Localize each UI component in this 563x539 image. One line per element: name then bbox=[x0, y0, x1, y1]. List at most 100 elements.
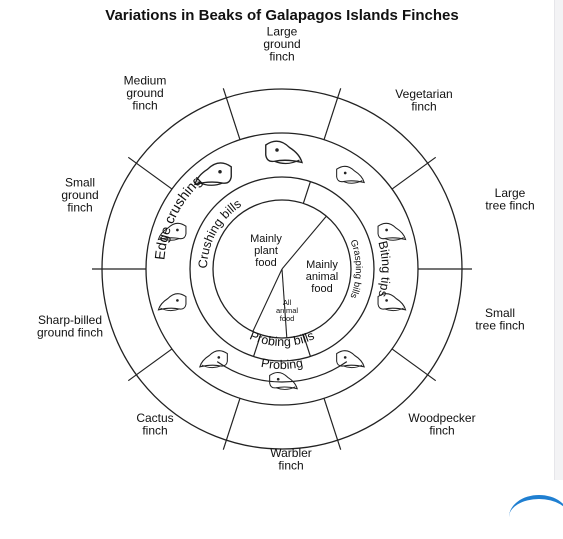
side-scroll-strip bbox=[554, 0, 563, 480]
probing-bills-label: Probing bills bbox=[248, 328, 317, 349]
finch-label-line: tree finch bbox=[475, 318, 524, 332]
beak-outline bbox=[377, 293, 407, 311]
probing-arc bbox=[216, 361, 348, 383]
band-ring-inner bbox=[212, 199, 352, 339]
eye bbox=[176, 299, 179, 302]
finch-label-line: finch bbox=[429, 423, 454, 437]
beak-outline bbox=[336, 350, 365, 368]
eye bbox=[343, 171, 347, 175]
beak-outline bbox=[157, 293, 187, 311]
diagram-title: Variations in Beaks of Galapagos Islands… bbox=[105, 7, 458, 24]
mainly-animal-food-label-line: Mainly bbox=[306, 259, 338, 271]
mainly-plant-food-label-line: Mainly bbox=[250, 233, 282, 245]
eye bbox=[176, 228, 179, 232]
finch-label-line: finch bbox=[142, 423, 167, 437]
eye bbox=[218, 170, 222, 174]
sector-divider bbox=[323, 88, 342, 140]
finch-label-line: finch bbox=[132, 99, 157, 113]
crushing-bills-label-text: Crushing bills bbox=[196, 196, 244, 268]
finch-label-line: Warbler bbox=[270, 446, 312, 460]
finch-label-line: ground bbox=[126, 86, 163, 100]
finch-label-line: ground bbox=[263, 37, 300, 51]
lower-mandible bbox=[274, 159, 300, 165]
band-ring-outer bbox=[189, 176, 375, 362]
corner-decoration bbox=[509, 495, 563, 539]
eye bbox=[275, 148, 279, 152]
mainly-animal-food-label-line: animal bbox=[306, 271, 338, 283]
finch-label-line: Medium bbox=[124, 74, 167, 88]
lower-mandible bbox=[384, 307, 404, 312]
finch-label-line: tree finch bbox=[485, 198, 534, 212]
biting-tips-label-text: Biting tips bbox=[375, 240, 393, 299]
sector-divider bbox=[127, 348, 173, 382]
beak-outline bbox=[157, 222, 187, 241]
probing-bills-label-text: Probing bills bbox=[248, 328, 317, 349]
beak-drawing bbox=[336, 350, 365, 369]
beak-drawing bbox=[157, 222, 187, 241]
edge-crushing-label-text: Edge crushing bbox=[151, 172, 204, 260]
finch-label-line: Vegetarian bbox=[395, 87, 452, 101]
finch-label-line: Woodpecker bbox=[408, 411, 475, 425]
eye bbox=[385, 228, 388, 232]
beak-drawings bbox=[157, 140, 407, 390]
finch-label-line: ground bbox=[61, 188, 98, 202]
beak-drawing bbox=[194, 162, 232, 186]
lower-mandible bbox=[276, 386, 296, 390]
beak-drawing bbox=[377, 222, 407, 241]
band-divider-probing-crushing bbox=[252, 334, 262, 357]
band-divider-crushing-biting bbox=[302, 181, 312, 204]
lower-mandible bbox=[160, 307, 180, 312]
finch-label-line: Large bbox=[267, 25, 298, 39]
sector-divider bbox=[391, 156, 437, 190]
sector-divider bbox=[323, 398, 342, 450]
finch-label-line: ground finch bbox=[37, 325, 103, 339]
beak-outline bbox=[377, 222, 407, 241]
finch-label-line: Sharp-billed bbox=[38, 313, 102, 327]
all-animal-food-label-line: food bbox=[280, 314, 295, 323]
finch-label-line: Small bbox=[65, 176, 95, 190]
beak-drawing bbox=[377, 293, 407, 312]
beak-outline bbox=[199, 350, 228, 368]
beak-drawing bbox=[336, 165, 365, 184]
beak-drawing bbox=[157, 293, 187, 312]
mainly-plant-food-label-line: food bbox=[255, 257, 276, 269]
grasping-bills-label-text: Grasping bills bbox=[347, 238, 363, 300]
sector-divider bbox=[222, 398, 241, 450]
mainly-animal-food-label-line: food bbox=[311, 283, 332, 295]
beak-outline bbox=[269, 372, 298, 390]
lower-mandible bbox=[160, 237, 180, 241]
eye bbox=[343, 356, 347, 359]
lower-mandible bbox=[201, 364, 221, 369]
lower-mandible bbox=[197, 181, 223, 186]
eye bbox=[385, 299, 388, 302]
beak-drawing bbox=[269, 372, 298, 390]
lower-mandible bbox=[384, 237, 404, 241]
finch-label-line: Large bbox=[495, 186, 526, 200]
beak-outline bbox=[265, 140, 303, 164]
lower-mandible bbox=[343, 364, 363, 369]
grasping-bills-label: Grasping bills bbox=[347, 238, 363, 300]
all-animal-food-label-line: All bbox=[283, 298, 292, 307]
edge-crushing-label: Edge crushing bbox=[151, 172, 204, 260]
mainly-plant-food-label-line: plant bbox=[254, 245, 278, 257]
crushing-bills-label: Crushing bills bbox=[196, 196, 244, 268]
lower-mandible bbox=[343, 180, 363, 184]
sector-divider bbox=[127, 156, 173, 190]
finch-label-line: Cactus bbox=[136, 411, 173, 425]
eye bbox=[276, 377, 280, 381]
eye bbox=[217, 356, 221, 359]
finch-label-line: finch bbox=[67, 201, 92, 215]
